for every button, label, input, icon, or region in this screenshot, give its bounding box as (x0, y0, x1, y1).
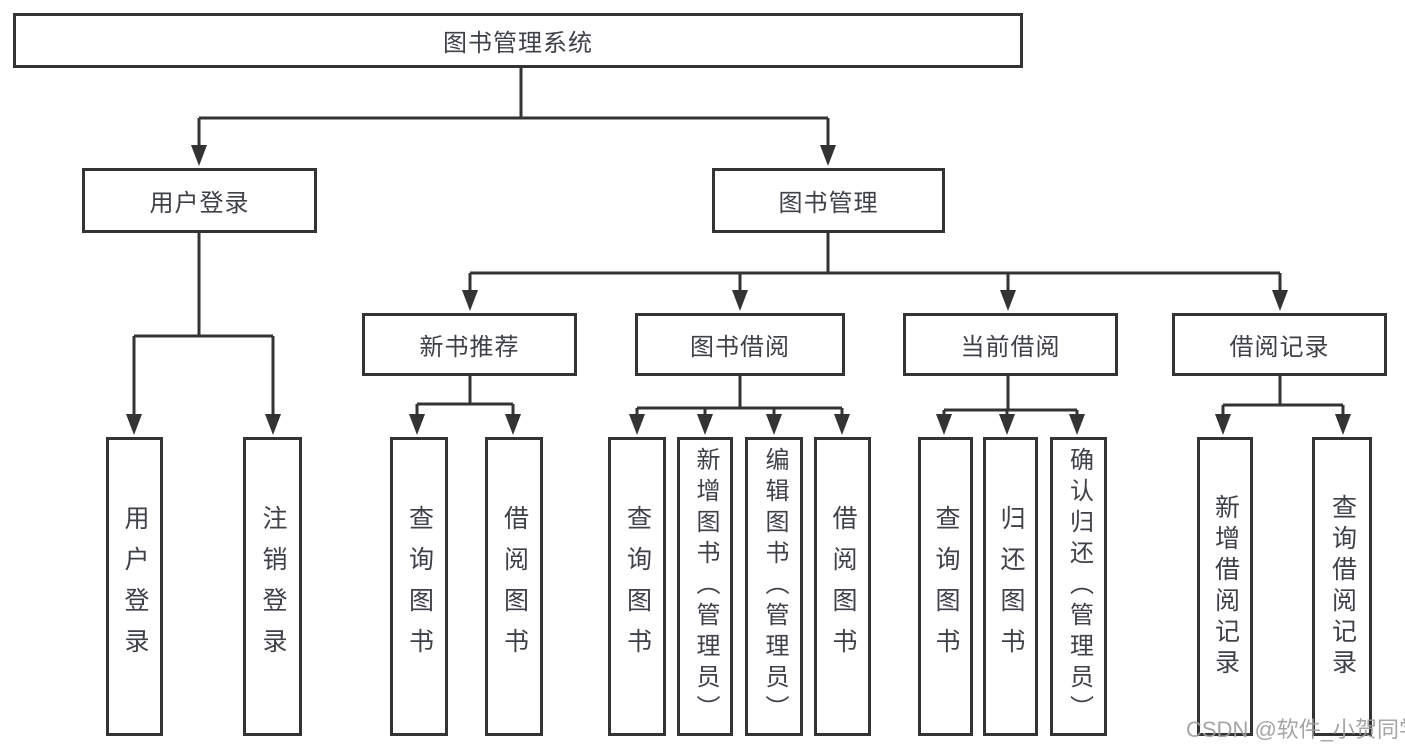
leaf-query-books-1: 查询图书 (390, 437, 448, 736)
node-library-management-system: 图书管理系统 (13, 13, 1023, 68)
node-label: 新增借阅记录 (1211, 493, 1240, 680)
node-label: 新书推荐 (419, 334, 520, 361)
leaf-borrow-books-2: 借阅图书 (814, 437, 871, 736)
arrow-down-icon (732, 290, 748, 311)
leaf-edit-books-admin: 编辑图书（管理员） (745, 437, 803, 736)
leaf-query-books-2: 查询图书 (608, 437, 666, 736)
node-new-book-recommendation: 新书推荐 (362, 313, 577, 376)
node-label: 归还图书 (997, 504, 1025, 669)
node-label: 借阅记录 (1229, 334, 1330, 361)
arrow-down-icon (766, 414, 782, 435)
leaf-user-login: 用户登录 (106, 437, 163, 736)
leaf-add-borrow-record: 新增借阅记录 (1197, 437, 1253, 736)
node-label: 图书借阅 (690, 334, 790, 361)
arrow-down-icon (505, 414, 521, 435)
node-book-borrowing: 图书借阅 (635, 313, 845, 376)
node-label: 用户登录 (121, 504, 149, 669)
node-book-management: 图书管理 (712, 168, 945, 233)
node-label: 查询图书 (932, 504, 960, 669)
arrow-down-icon (1215, 414, 1231, 435)
leaf-return-books: 归还图书 (983, 437, 1038, 736)
node-label: 图书管理系统 (443, 30, 593, 57)
node-label: 用户登录 (149, 190, 250, 217)
arrow-down-icon (409, 414, 425, 435)
node-label: 编辑图书（管理员） (761, 447, 788, 726)
arrow-down-icon (126, 414, 142, 435)
node-current-borrowing: 当前借阅 (903, 313, 1118, 376)
arrow-down-icon (936, 414, 952, 435)
arrow-down-icon (1069, 414, 1085, 435)
node-label: 当前借阅 (960, 334, 1061, 361)
arrow-down-icon (1000, 290, 1016, 311)
node-borrowing-records: 借阅记录 (1172, 313, 1387, 376)
node-label: 确认归还（管理员） (1065, 447, 1093, 726)
node-label: 查询图书 (623, 504, 652, 669)
arrow-down-icon (820, 145, 836, 166)
leaf-query-books-3: 查询图书 (918, 437, 973, 736)
arrowheads (126, 145, 1351, 435)
arrow-down-icon (1272, 290, 1288, 311)
leaf-logout: 注销登录 (243, 437, 302, 736)
arrow-down-icon (697, 414, 713, 435)
leaf-add-books-admin: 新增图书（管理员） (677, 437, 733, 736)
node-label: 新增图书（管理员） (692, 447, 719, 726)
arrow-down-icon (191, 145, 207, 166)
watermark: CSDN @软件_小贺同学 (1186, 717, 1405, 742)
arrow-down-icon (265, 414, 281, 435)
arrow-down-icon (834, 414, 850, 435)
node-label: 借阅图书 (500, 504, 529, 669)
node-label: 图书管理 (778, 190, 879, 217)
arrow-down-icon (462, 290, 478, 311)
arrow-down-icon (999, 414, 1015, 435)
arrow-down-icon (629, 414, 645, 435)
leaf-borrow-books-1: 借阅图书 (485, 437, 543, 736)
connector-path (132, 68, 1345, 419)
node-user-login: 用户登录 (82, 168, 317, 233)
node-label: 注销登录 (259, 504, 287, 669)
node-label: 查询图书 (405, 504, 434, 669)
node-label: 借阅图书 (829, 504, 857, 669)
leaf-confirm-return-admin: 确认归还（管理员） (1050, 437, 1107, 736)
node-label: 查询借阅记录 (1328, 493, 1357, 680)
arrow-down-icon (1335, 414, 1351, 435)
leaf-query-borrow-record: 查询借阅记录 (1312, 437, 1372, 736)
